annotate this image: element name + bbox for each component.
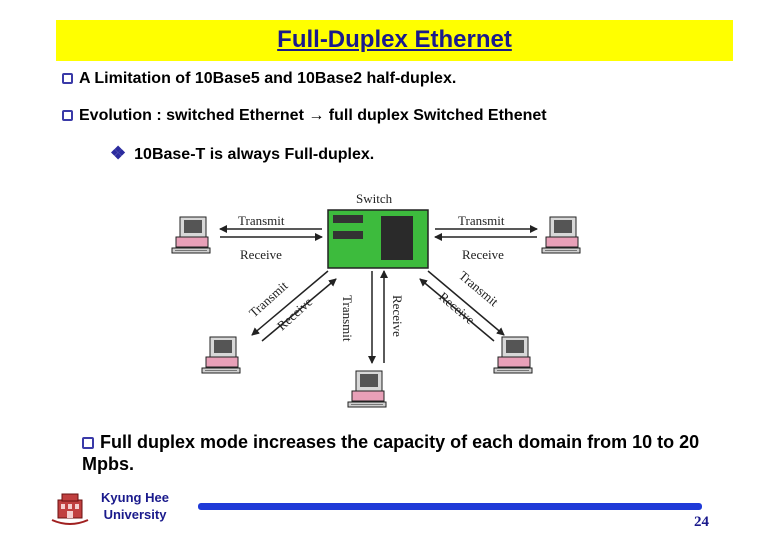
- computer-icon: [493, 336, 533, 374]
- switch-box: [327, 209, 429, 269]
- left-transmit-label: Transmit: [238, 213, 285, 228]
- bullet-2: Evolution : switched Ethernet → full dup…: [62, 107, 547, 125]
- q-bullet-icon: [62, 73, 73, 84]
- q-bullet-icon: [82, 437, 94, 449]
- university-name-line2: University: [103, 507, 167, 522]
- lower-left-receive-arrow: [261, 278, 337, 342]
- right-receive-label: Receive: [462, 247, 504, 262]
- computer-icon: [171, 216, 211, 254]
- bottom-receive-label: Receive: [390, 295, 405, 337]
- bullet-1: A Limitation of 10Base5 and 10Base2 half…: [62, 70, 456, 88]
- sub-bullet: ❖ 10Base-T is always Full-duplex.: [110, 143, 374, 164]
- lower-right-receive-arrow: [419, 278, 495, 342]
- title-bar: Full-Duplex Ethernet: [56, 20, 733, 61]
- bullet-2-text: Evolution : switched Ethernet → full dup…: [79, 107, 547, 124]
- footer-rule: [198, 503, 702, 510]
- bottom-transmit-label: Transmit: [340, 295, 355, 342]
- computer-icon: [541, 216, 581, 254]
- lower-right-transmit-arrow: [427, 270, 505, 336]
- university-name-line1: Kyung Hee: [101, 490, 169, 505]
- sub-bullet-text: 10Base-T is always Full-duplex.: [134, 146, 375, 163]
- bullet-1-text: A Limitation of 10Base5 and 10Base2 half…: [79, 70, 457, 87]
- computer-icon: [201, 336, 241, 374]
- computer-icon: [347, 370, 387, 408]
- university-logo-icon: [51, 493, 89, 525]
- q-bullet-icon: [62, 110, 73, 121]
- full-duplex-diagram: Switch Transmit Receive Transmit Receive…: [171, 191, 581, 408]
- right-transmit-label: Transmit: [458, 213, 505, 228]
- left-receive-label: Receive: [240, 247, 282, 262]
- page-number: 24: [694, 514, 709, 530]
- switch-label: Switch: [356, 191, 393, 206]
- slide-title: Full-Duplex Ethernet: [277, 26, 512, 53]
- conclusion-bullet: Full duplex mode increases the capacity …: [82, 431, 752, 475]
- conclusion-text: Full duplex mode increases the capacity …: [82, 432, 700, 474]
- lower-left-transmit-arrow: [251, 270, 329, 336]
- diamond-bullet-icon: ❖: [110, 143, 127, 163]
